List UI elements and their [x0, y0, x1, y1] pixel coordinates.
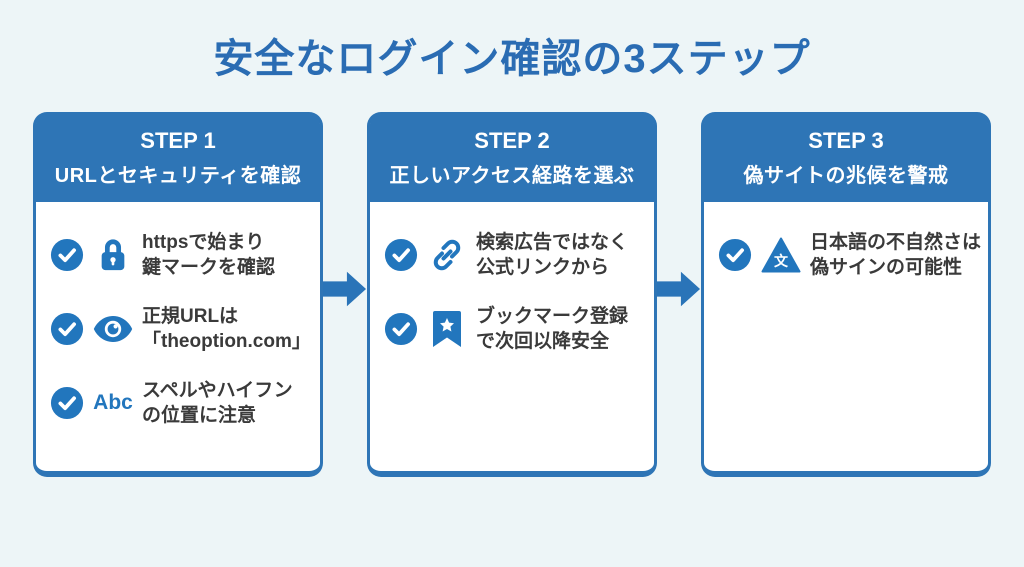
steps-row: STEP 1 URLとセキュリティを確認 httpsで始まり 鍵マークを確認 [0, 112, 1024, 477]
step-3-heading: 偽サイトの兆候を警戒 [743, 165, 949, 187]
item-line: 鍵マークを確認 [142, 257, 276, 279]
check-circle-icon [384, 312, 418, 346]
item-line: httpsで始まり [142, 232, 265, 253]
link-icon [427, 235, 467, 275]
item-line: ブックマーク登録 [476, 306, 629, 328]
abc-icon-text: Abc [93, 391, 133, 415]
bookmark-star-icon [427, 309, 467, 349]
list-item: 検索広告ではなく 公式リンクから [384, 230, 646, 280]
arrow-right-icon [657, 266, 701, 312]
item-line: 検索広告ではなく [476, 232, 629, 253]
list-item: Abc スペルやハイフン の位置に注意 [50, 378, 312, 428]
item-text: 正規URLは 「theoption.com」 [142, 304, 311, 354]
language-icon-glyph: 文 [774, 253, 789, 269]
list-item: ブックマーク登録 で次回以降安全 [384, 304, 646, 354]
step-3-body: 文 日本語の不自然さは 偽サインの可能性 [704, 202, 988, 280]
item-text: スペルやハイフン の位置に注意 [142, 378, 293, 428]
abc-icon: Abc [93, 383, 133, 423]
step-2-card: STEP 2 正しいアクセス経路を選ぶ 検索広告ではなく 公式リンクから [367, 112, 657, 477]
step-1-heading: URLとセキュリティを確認 [54, 165, 302, 187]
item-line: の位置に注意 [142, 405, 257, 427]
step-3-label: STEP 3 [808, 128, 884, 153]
item-line: 公式リンクから [476, 257, 610, 279]
check-circle-icon [718, 238, 752, 272]
check-circle-icon [50, 238, 84, 272]
item-line: スペルやハイフン [142, 380, 293, 402]
step-2-body: 検索広告ではなく 公式リンクから ブックマーク登録 で次回以降安全 [370, 202, 654, 354]
check-circle-icon [50, 386, 84, 420]
step-2-label: STEP 2 [474, 128, 550, 153]
item-text: 検索広告ではなく 公式リンクから [476, 230, 628, 280]
list-item: 正規URLは 「theoption.com」 [50, 304, 312, 354]
lock-icon [93, 235, 133, 275]
step-1-card: STEP 1 URLとセキュリティを確認 httpsで始まり 鍵マークを確認 [33, 112, 323, 477]
list-item: httpsで始まり 鍵マークを確認 [50, 230, 312, 280]
eye-icon [93, 309, 133, 349]
item-text: httpsで始まり 鍵マークを確認 [142, 230, 275, 280]
page-title: 安全なログイン確認の3ステップ [213, 37, 811, 81]
step-2-header: STEP 2 正しいアクセス経路を選ぶ [370, 115, 654, 202]
item-text: 日本語の不自然さは 偽サインの可能性 [810, 230, 981, 280]
language-warning-icon: 文 [761, 235, 801, 275]
arrow-right-icon [323, 266, 367, 312]
step-1-label: STEP 1 [140, 128, 216, 153]
item-text: ブックマーク登録 で次回以降安全 [476, 304, 628, 354]
step-3-header: STEP 3 偽サイトの兆候を警戒 [704, 115, 988, 202]
item-line: 「theoption.com」 [142, 331, 311, 353]
check-circle-icon [50, 312, 84, 346]
list-item: 文 日本語の不自然さは 偽サインの可能性 [718, 230, 981, 280]
item-line: で次回以降安全 [476, 331, 610, 353]
step-1-body: httpsで始まり 鍵マークを確認 正規URLは 「theoption.com」 [36, 202, 320, 428]
item-line: 偽サインの可能性 [810, 257, 963, 279]
check-circle-icon [384, 238, 418, 272]
item-line: 正規URLは [142, 306, 239, 328]
step-2-heading: 正しいアクセス経路を選ぶ [389, 165, 635, 187]
step-3-card: STEP 3 偽サイトの兆候を警戒 文 日本語の不自然さは 偽サインの可能性 [701, 112, 991, 477]
item-line: 日本語の不自然さは [810, 232, 982, 253]
step-1-header: STEP 1 URLとセキュリティを確認 [36, 115, 320, 202]
